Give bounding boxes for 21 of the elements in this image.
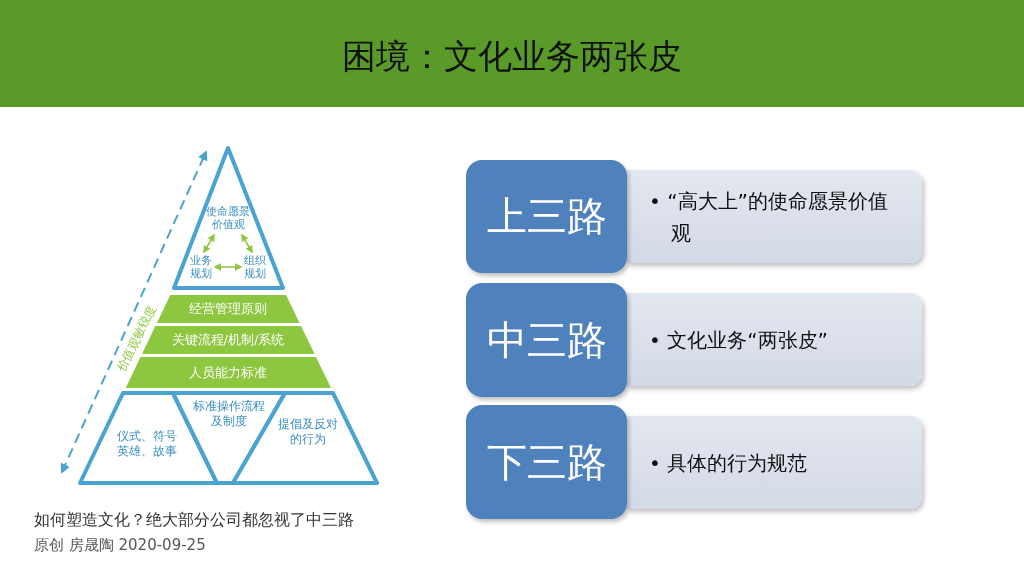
description-card — [627, 416, 922, 509]
description-card — [627, 293, 922, 386]
bullet-text: • 文化业务“两张皮” — [649, 326, 828, 354]
section-text: 标准操作流程及制度 — [192, 399, 266, 429]
planning-text: 组织规划 — [244, 254, 266, 280]
slide-title: 困境：文化业务两张皮 — [341, 35, 683, 78]
level-tile: 上三路 — [466, 160, 627, 273]
bullet-text: • “高大上”的使命愿景价值观 — [649, 187, 889, 247]
double-arrow — [213, 263, 243, 271]
double-arrow — [241, 233, 253, 254]
double-arrow — [203, 233, 215, 254]
article-title: 如何塑造文化？绝大部分公司都忽视了中三路 — [34, 510, 354, 531]
level-tile: 中三路 — [466, 283, 627, 397]
source-line: 原创 房晟陶 2020-09-25 — [34, 536, 206, 555]
section-text: 提倡及反对的行为 — [277, 417, 339, 447]
section-text: 仪式、符号英雄、故事 — [116, 429, 178, 459]
description-card — [627, 170, 922, 263]
level-tile: 下三路 — [466, 405, 627, 519]
planning-text: 业务规划 — [190, 254, 212, 280]
bullet-text: • 具体的行为规范 — [649, 449, 808, 477]
mission-text: 使命愿景价值观 — [205, 205, 251, 231]
